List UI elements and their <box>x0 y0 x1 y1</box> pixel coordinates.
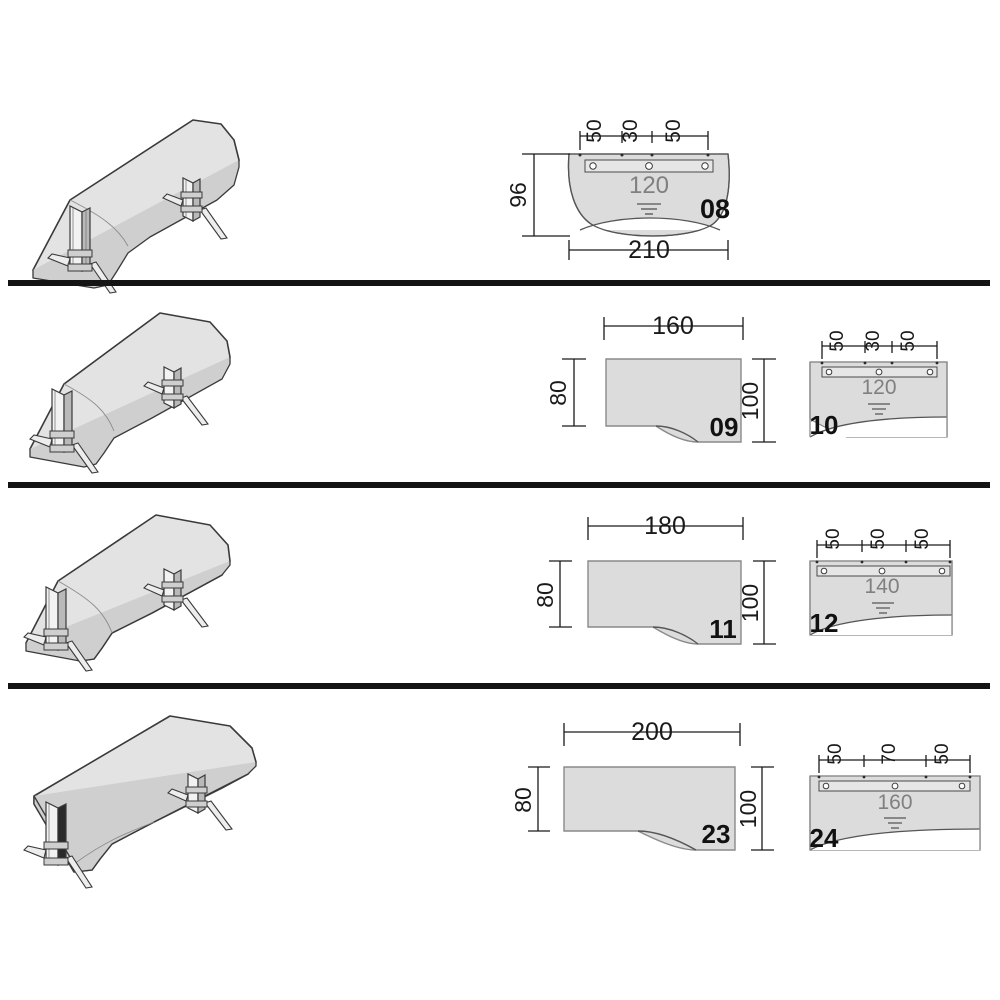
panel-shape-09 <box>605 358 742 443</box>
dim-height-label-08: 96 <box>505 182 531 208</box>
dim-width-label-11: 180 <box>644 512 686 540</box>
dim-right-height-label-09: 100 <box>737 382 763 420</box>
dim-left-height-09 <box>562 358 586 427</box>
ground-symbol-10 <box>868 403 890 415</box>
dim-top-segments-08 <box>579 131 709 150</box>
view-08: 50 30 50 <box>505 98 768 264</box>
view-23: 200 23 80 100 <box>510 710 778 870</box>
view-10: 50 30 50 <box>792 315 992 445</box>
desk-leg-left-23 <box>23 801 93 889</box>
dim-left-height-label-09: 80 <box>545 380 571 406</box>
hardware-rail-12 <box>815 560 952 577</box>
desk-leg-right-23 <box>167 773 233 831</box>
view-number-11: 11 <box>709 614 737 644</box>
view-09: 160 09 80 100 <box>545 308 778 468</box>
dim-seg2-10: 30 <box>863 330 884 351</box>
panel-shape-08 <box>567 153 730 237</box>
dim-width-label-09: 160 <box>652 312 694 340</box>
view-number-08: 08 <box>700 194 730 224</box>
dim-width-label-23: 200 <box>631 718 673 746</box>
dim-seg1-10: 50 <box>827 330 848 351</box>
hardware-rail-24 <box>817 775 972 792</box>
row-divider-3 <box>8 683 990 689</box>
inner-label-24: 160 <box>877 791 912 814</box>
dim-right-height-11 <box>753 560 776 645</box>
dim-seg2-08: 30 <box>619 119 642 142</box>
desk-leg-right-09 <box>143 366 209 426</box>
view-number-24: 24 <box>810 823 839 853</box>
dim-seg3-10: 50 <box>898 330 919 351</box>
dim-seg2-24: 70 <box>879 743 900 764</box>
row-1: 50 30 50 <box>0 0 1000 294</box>
desk-leg-left-09 <box>29 388 99 474</box>
dim-seg1-24: 50 <box>825 743 846 764</box>
view-number-23: 23 <box>702 819 731 849</box>
desk-isometric-23 <box>12 704 292 919</box>
ground-symbol-24 <box>884 817 906 829</box>
view-number-09: 09 <box>710 412 739 442</box>
desk-leg-left-08 <box>47 205 117 294</box>
dim-seg2-12: 50 <box>868 528 889 549</box>
panel-shape-10 <box>809 361 948 438</box>
panel-shape-12 <box>809 560 953 636</box>
desk-leg-right-08 <box>162 177 228 240</box>
row-3: 180 11 80 100 <box>0 485 1000 686</box>
dim-right-height-09 <box>752 358 776 443</box>
dim-left-height-23 <box>528 766 550 832</box>
panel-shape-11 <box>587 560 742 645</box>
dim-left-height-label-23: 80 <box>510 787 536 813</box>
dim-top-segments-12 <box>816 540 951 558</box>
dim-top-segments-10 <box>821 341 938 359</box>
dim-right-height-label-23: 100 <box>735 790 761 828</box>
dim-width-09 <box>603 317 744 340</box>
view-number-10: 10 <box>810 410 839 440</box>
dim-width-08 <box>568 240 729 260</box>
dim-width-label-08: 210 <box>628 236 670 264</box>
inner-label-12: 140 <box>864 575 899 598</box>
view-12: 50 50 50 <box>792 503 997 638</box>
row-divider-1 <box>8 280 990 286</box>
dim-seg3-12: 50 <box>912 528 933 549</box>
inner-label-10: 120 <box>861 376 896 399</box>
row-divider-2 <box>8 482 990 488</box>
dim-height-08 <box>522 153 570 237</box>
dim-seg1-08: 50 <box>583 119 606 142</box>
desk-leg-left-11 <box>23 586 93 672</box>
desk-isometric-09 <box>12 299 272 479</box>
view-number-12: 12 <box>810 608 839 638</box>
dim-seg3-24: 50 <box>932 743 953 764</box>
dim-right-height-label-11: 100 <box>737 584 763 622</box>
row-4: 200 23 80 100 <box>0 686 1000 1000</box>
desk-isometric-11 <box>10 503 280 683</box>
dim-right-height-23 <box>751 766 774 851</box>
dim-seg1-12: 50 <box>823 528 844 549</box>
panel-shape-24 <box>809 775 981 851</box>
dim-width-11 <box>587 517 744 540</box>
ground-symbol-08 <box>637 203 661 215</box>
desk-leg-right-11 <box>143 568 209 628</box>
panel-shape-23 <box>563 766 736 851</box>
hardware-rail-08 <box>578 153 714 173</box>
hardware-rail-10 <box>820 361 939 378</box>
view-24: 50 70 50 <box>792 718 997 853</box>
dim-left-height-11 <box>549 560 572 628</box>
dim-top-segments-24 <box>818 755 971 773</box>
ground-symbol-12 <box>872 602 894 614</box>
row-2: 160 09 80 100 <box>0 283 1000 485</box>
desk-isometric-08 <box>10 88 270 294</box>
dim-width-23 <box>563 723 741 746</box>
view-11: 180 11 80 100 <box>532 506 778 666</box>
inner-label-08: 120 <box>629 172 669 199</box>
dim-seg3-08: 50 <box>662 119 685 142</box>
dim-left-height-label-11: 80 <box>532 582 558 608</box>
